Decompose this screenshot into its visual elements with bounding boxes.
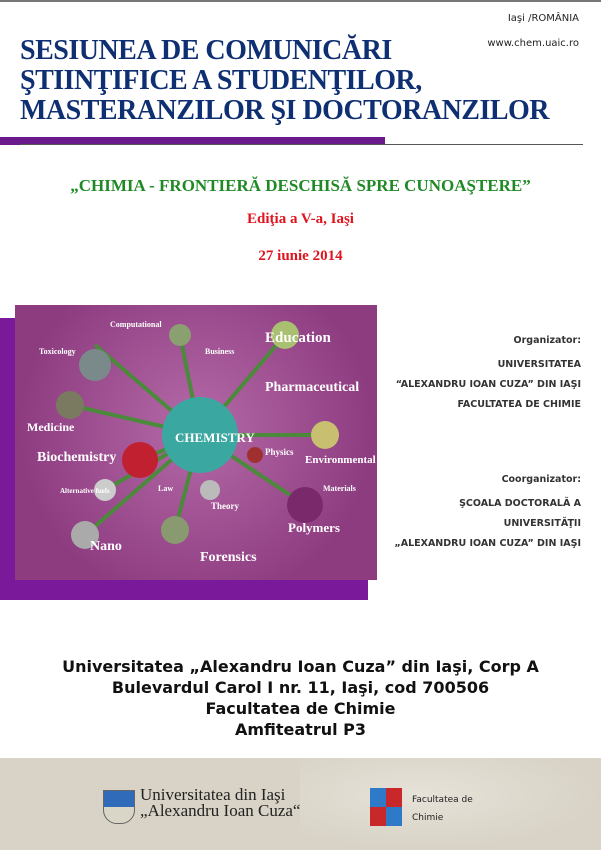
faculty-crest-icon	[370, 788, 402, 826]
page-title: SESIUNEA DE COMUNICĂRI ŞTIINŢIFICE A STU…	[20, 35, 550, 126]
address-line: Facultatea de Chimie	[205, 699, 396, 718]
university-crest-icon	[103, 790, 135, 824]
address-line: Amfiteatrul P3	[234, 720, 367, 739]
label: Pharmaceutical	[265, 380, 359, 395]
label: Polymers	[288, 520, 340, 535]
chemistry-network: CHEMISTRY Computational Education Toxico…	[27, 320, 376, 565]
coorganizer: Coorganizator: ŞCOALA DOCTORALĂ A UNIVER…	[394, 470, 581, 554]
coorganizer-label: Coorganizator:	[501, 474, 581, 485]
edition: Ediţia a V-a, Iaşi	[247, 211, 354, 227]
coorganizer-line: „ALEXANDRU IOAN CUZA” DIN IAŞI	[394, 538, 581, 549]
label: Physics	[265, 447, 294, 457]
label: Computational	[110, 320, 162, 329]
label: Toxicology	[39, 347, 76, 356]
organizer-line: “ALEXANDRU IOAN CUZA” DIN IAŞI	[395, 379, 581, 390]
address-line: Universitatea „Alexandru Ioan Cuza” din …	[62, 657, 539, 676]
label: Biochemistry	[37, 450, 116, 465]
label: Materials	[323, 484, 356, 493]
organizer-line: UNIVERSITATEA	[497, 359, 581, 370]
label: Alternative fuels	[60, 487, 110, 495]
coorganizer-line: ŞCOALA DOCTORALĂ A	[459, 498, 581, 509]
chemistry-illustration: CHEMISTRY Computational Education Toxico…	[15, 305, 377, 580]
faculty-line: Facultatea de	[412, 795, 473, 805]
label: Education	[265, 330, 332, 346]
website-link[interactable]: www.chem.uaic.ro	[487, 38, 579, 49]
university-line: Universitatea din Iaşi	[140, 785, 286, 804]
label: Business	[205, 347, 234, 356]
title-line: SESIUNEA DE COMUNICĂRI	[20, 35, 392, 66]
faculty-name: Facultatea de Chimie	[412, 791, 473, 827]
organizer-line: FACULTATEA DE CHIMIE	[457, 399, 581, 410]
event-date: 27 iunie 2014	[258, 248, 343, 264]
title-line: ŞTIINŢIFICE A STUDENŢILOR,	[20, 65, 422, 96]
university-name: Universitatea din Iaşi „Alexandru Ioan C…	[140, 785, 301, 820]
location: Iaşi /ROMÂNIA	[507, 13, 579, 24]
label: Medicine	[27, 420, 75, 434]
label: Nano	[90, 539, 122, 554]
organizer-label: Organizator:	[513, 335, 581, 346]
venue-address: Universitatea „Alexandru Ioan Cuza” din …	[0, 656, 601, 740]
organizer: Organizator: UNIVERSITATEA “ALEXANDRU IO…	[396, 331, 581, 415]
label: Forensics	[200, 550, 257, 565]
footer: Universitatea din Iaşi „Alexandru Ioan C…	[0, 758, 601, 850]
faculty-line: Chimie	[412, 813, 444, 823]
title-line: MASTERANZILOR ŞI DOCTORANZILOR	[20, 95, 550, 126]
university-line: „Alexandru Ioan Cuza“	[140, 801, 301, 820]
label: Law	[158, 484, 173, 493]
top-border	[0, 0, 601, 2]
label: Environmental	[305, 454, 376, 466]
purple-divider	[0, 137, 385, 145]
gray-divider	[20, 144, 583, 145]
coorganizer-line: UNIVERSITĂŢII	[503, 518, 581, 529]
urn-background	[300, 758, 601, 850]
center-label: CHEMISTRY	[175, 430, 255, 445]
label: Theory	[211, 501, 239, 511]
event-theme: „CHIMIA - FRONTIERĂ DESCHISĂ SPRE CUNOAŞ…	[70, 176, 531, 195]
address-line: Bulevardul Carol I nr. 11, Iaşi, cod 700…	[111, 678, 490, 697]
